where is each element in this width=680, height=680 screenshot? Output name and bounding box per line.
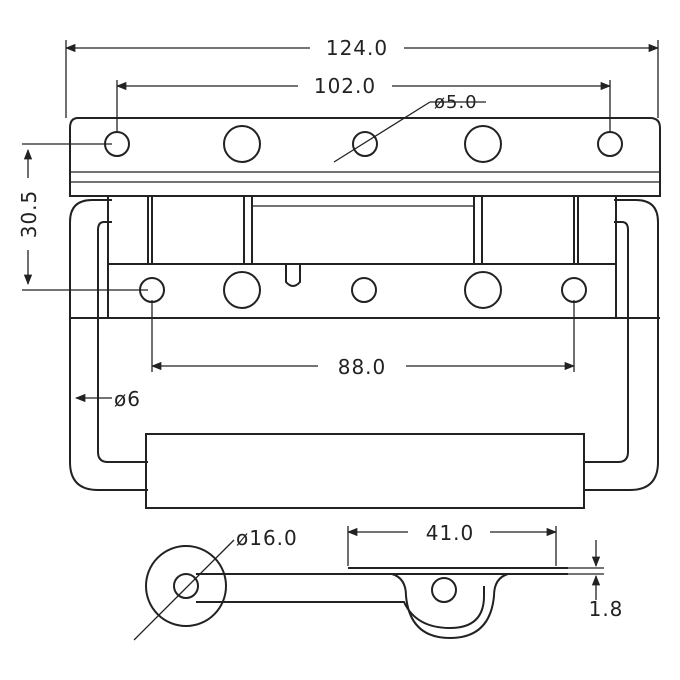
dim-hole-diameter: ø5.0	[333, 92, 486, 163]
dim-side-length: 41.0	[346, 521, 558, 566]
mounting-plate	[69, 117, 661, 197]
bottom-large-hole-left	[223, 271, 261, 309]
bail-handle	[69, 199, 659, 491]
bottom-large-hole-right	[464, 271, 502, 309]
mounting-hole-right	[597, 131, 623, 157]
dim-overall-width: 124.0	[64, 36, 660, 118]
dim-hole-pitch-bottom: 88.0	[150, 300, 576, 379]
bottom-hole-center	[351, 277, 377, 303]
dim-plate-height: 30.5	[17, 143, 148, 291]
bottom-hole-right	[561, 277, 587, 303]
thickness-label: 1.8	[589, 597, 624, 621]
plate-height-label: 30.5	[17, 190, 41, 239]
dim-hole-pitch-top: 102.0	[115, 74, 612, 132]
ring-diameter-label: ø16.0	[236, 526, 298, 550]
hole-pitch-bottom-label: 88.0	[338, 355, 387, 379]
side-view	[145, 545, 568, 640]
overall-width-label: 124.0	[326, 36, 388, 60]
mounting-hole-center	[352, 131, 378, 157]
hole-pitch-top-label: 102.0	[314, 74, 376, 98]
dim-ring-diameter: ø16.0	[133, 526, 298, 641]
dim-rod-diameter: ø6	[74, 387, 141, 411]
side-length-label: 41.0	[426, 521, 475, 545]
large-hole-right	[464, 125, 502, 163]
dim-thickness: 1.8	[568, 540, 624, 621]
hinge-barrel	[107, 195, 617, 265]
bottom-hole-row	[139, 271, 587, 309]
top-hole-row	[104, 125, 623, 163]
hole-diameter-label: ø5.0	[434, 92, 478, 113]
lower-plate	[70, 264, 660, 319]
large-hole-left	[223, 125, 261, 163]
ring-inner	[173, 573, 199, 599]
rod-diameter-label: ø6	[114, 387, 141, 411]
ring-outer	[145, 545, 227, 627]
pivot-pin	[431, 577, 457, 603]
grip-bar	[145, 433, 585, 509]
